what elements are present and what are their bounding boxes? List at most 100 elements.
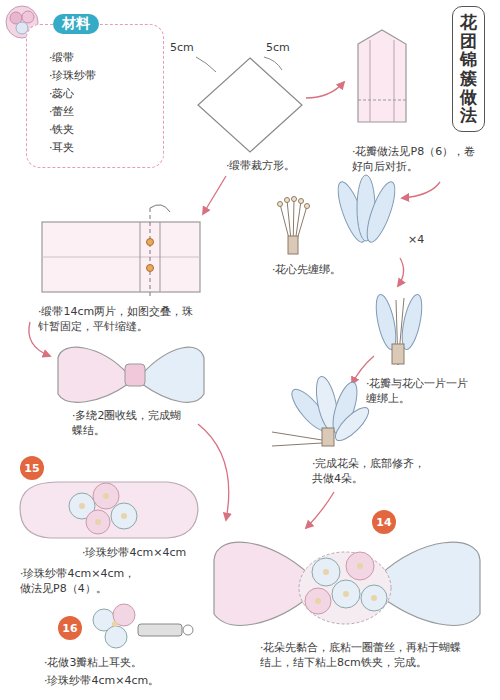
step-caption: ·花做3瓣粘上耳夹。 — [44, 655, 143, 670]
step-caption: ·花瓣与花心一片一片缠绑上。 — [366, 376, 470, 407]
ribbon-square — [196, 57, 216, 72]
big-bow — [214, 542, 480, 625]
big-bow — [361, 585, 387, 611]
dimension-label: 5cm — [266, 40, 290, 55]
finished-flower — [322, 428, 334, 446]
material-item: ·铁夹 — [49, 121, 153, 139]
finished-flower — [272, 375, 373, 446]
material-item: ·蕾丝 — [49, 103, 153, 121]
step-caption: ·花瓣做法见P8（6），卷好向后对折。 — [352, 144, 480, 175]
big-bow — [323, 569, 329, 575]
big-bow — [357, 563, 363, 569]
step-caption: ·多绕2圈收线，完成蝴蝶结。 — [72, 408, 186, 439]
hair-clip — [93, 483, 119, 509]
hair-clip — [79, 503, 85, 509]
step-arrow — [402, 182, 440, 198]
hair-clip — [20, 482, 198, 538]
big-bow — [332, 580, 360, 608]
step-arrow — [306, 82, 344, 98]
earring-flower — [112, 621, 118, 627]
title-box: 花团锦簇做法 — [452, 6, 485, 132]
ribbon-strips — [42, 222, 200, 292]
materials-heading: 材料 — [53, 14, 99, 34]
flower-assembly — [398, 293, 425, 351]
ribbon-square — [196, 57, 302, 152]
flower-assembly — [392, 344, 404, 364]
hair-clip — [86, 510, 110, 534]
flower-photo — [22, 11, 34, 23]
petal-fan — [362, 179, 401, 245]
folded-petal — [370, 40, 371, 122]
big-bow — [315, 598, 321, 604]
vertical-title: 花团锦簇做法 — [460, 13, 477, 125]
step-arrow — [203, 176, 226, 214]
folded-petal — [394, 40, 395, 122]
step-arrow — [306, 492, 334, 528]
ribbon-strips — [147, 239, 154, 246]
ribbon-strips — [147, 265, 154, 272]
ribbon-strips — [42, 257, 200, 258]
stamen-bundle — [292, 197, 297, 202]
material-item: ·耳夹 — [49, 139, 153, 157]
big-bow — [312, 558, 340, 586]
ribbon-bow — [58, 347, 128, 402]
earring-flower — [105, 626, 127, 648]
folded-petal — [358, 30, 406, 122]
big-bow — [371, 595, 377, 601]
petal-fan — [333, 175, 401, 245]
step-arrow — [198, 424, 229, 520]
earring-flower — [93, 604, 193, 648]
callout-text: 14 — [376, 516, 391, 529]
callout-number: 14 — [372, 510, 396, 534]
material-item: ·蕊心 — [49, 85, 153, 103]
hair-clip — [103, 493, 109, 499]
step-caption: ·花心先缠绑。 — [272, 262, 342, 277]
stamen-bundle — [285, 198, 290, 203]
flower-assembly — [372, 293, 399, 351]
hair-clip — [20, 482, 198, 538]
finished-flower — [272, 432, 322, 440]
stamen-bundle — [299, 199, 304, 204]
hair-clip — [111, 503, 137, 529]
big-bow — [305, 588, 331, 614]
callout-number: 16 — [58, 616, 82, 640]
quantity-label: ×4 — [408, 232, 424, 247]
material-item: ·珍珠纱带 — [49, 67, 153, 85]
step-caption: ·缎带14cm两片，如图交叠，珠针暂固定，平针缩缝。 — [38, 304, 202, 335]
big-bow — [214, 542, 310, 625]
stamen-bundle — [288, 236, 298, 254]
big-bow — [380, 542, 480, 625]
ribbon-strips — [160, 222, 161, 292]
step-caption: ·花朵先黏合，底粘一圈蕾丝，再粘于蝴蝶结上，结下粘上8cm铁夹，完成。 — [260, 640, 466, 671]
folded-petal — [358, 30, 406, 122]
ribbon-bow — [125, 364, 145, 386]
ribbon-bow — [58, 347, 204, 402]
ribbon-square — [198, 58, 302, 152]
hair-clip — [121, 513, 127, 519]
earring-flower — [183, 625, 193, 635]
ribbon-bow — [142, 347, 204, 402]
material-item: ·缎带 — [49, 49, 153, 67]
earring-flower — [113, 604, 135, 626]
callout-text: 15 — [24, 462, 39, 475]
ribbon-strips — [140, 222, 141, 292]
step-caption: ·珍珠纱带4cm×4cm，做法见P8（4）。 — [20, 566, 146, 597]
materials-box: 材料·缎带·珍珠纱带·蕊心·蕾丝·铁夹·耳夹 — [26, 24, 164, 168]
callout-number: 15 — [20, 456, 44, 480]
step-caption: ·完成花朵，底部修齐，共做4朵。 — [312, 456, 426, 487]
ribbon-strips — [150, 205, 170, 212]
flower-assembly — [372, 293, 425, 365]
ribbon-strips — [150, 208, 151, 298]
big-bow — [299, 552, 391, 624]
step-caption: ·珍珠纱带4cm×4cm — [82, 545, 186, 560]
callout-text: 16 — [62, 622, 77, 635]
stamen-bundle — [305, 204, 310, 209]
dimension-label: 5cm — [170, 40, 194, 55]
step-arrow — [398, 258, 404, 286]
hair-clip — [95, 519, 101, 525]
stamen-bundle — [278, 202, 283, 207]
earring-flower — [138, 624, 182, 636]
ribbon-square — [264, 57, 282, 70]
ribbon-strips — [42, 205, 200, 298]
